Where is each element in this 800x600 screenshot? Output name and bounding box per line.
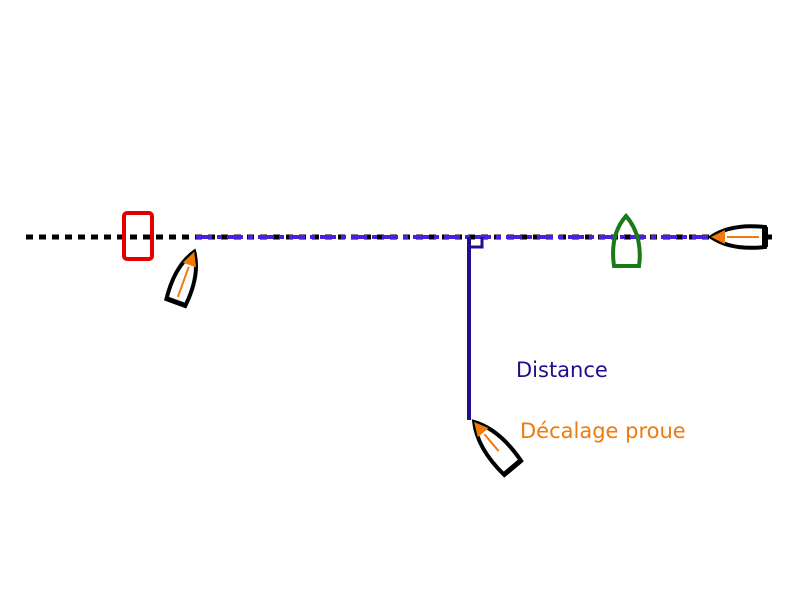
boat-right-icon — [707, 224, 768, 250]
bow-offset-label: Décalage proue — [520, 419, 686, 443]
distance-label: Distance — [516, 358, 608, 382]
boat-left-icon — [164, 248, 199, 309]
right-angle-marker — [469, 237, 484, 249]
committee-boat-mark-icon — [611, 212, 642, 268]
pin-mark-icon — [122, 211, 154, 261]
boat-bottom-icon — [471, 419, 524, 478]
